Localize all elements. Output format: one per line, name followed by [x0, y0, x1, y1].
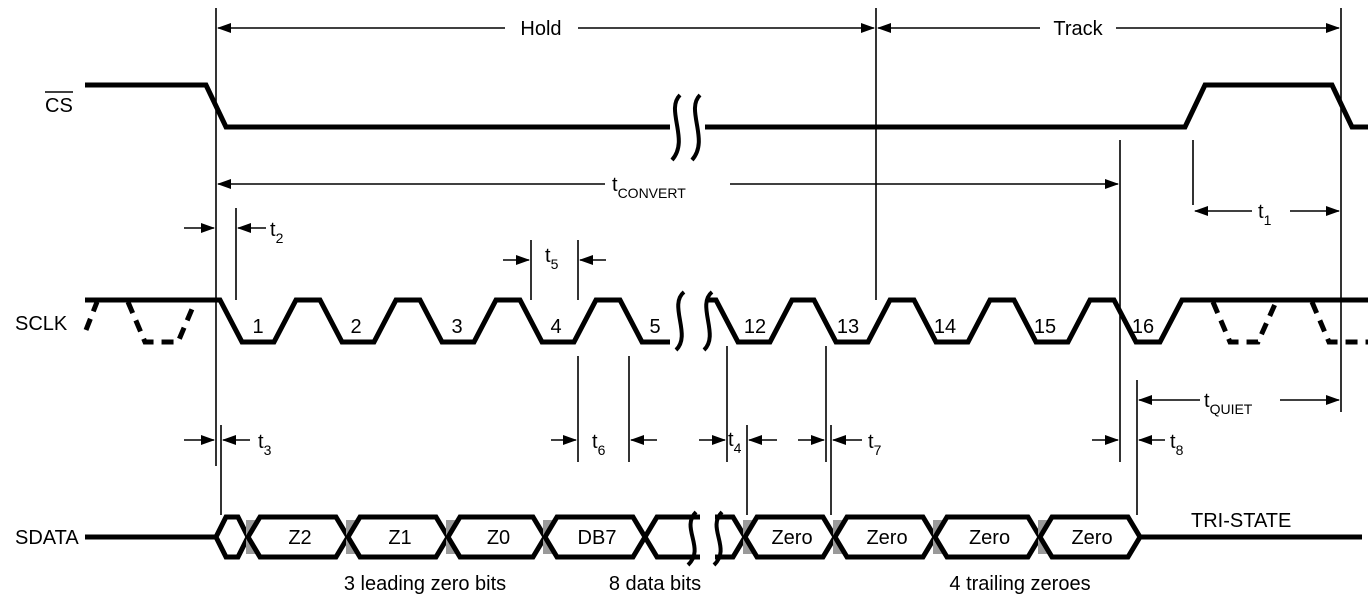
- sdata-bit-label: Z1: [388, 527, 411, 549]
- t3-span: t3: [184, 431, 272, 458]
- t6-label: t6: [592, 431, 606, 458]
- t7-span: t7: [798, 431, 882, 458]
- tconvert-span: tCONVERT: [217, 174, 1119, 201]
- clock-number: 5: [649, 316, 660, 338]
- hold-span: Hold: [217, 18, 875, 40]
- sdata-transition-hatch: [743, 520, 757, 554]
- sdata-transition-hatch: [543, 520, 557, 554]
- sdata-bit-cell: [542, 514, 648, 560]
- sclk-waveform: [85, 297, 1368, 345]
- cs-label: CS: [45, 95, 73, 117]
- sdata-transition-hatch: [246, 520, 260, 554]
- sdata-transition-hatch: [446, 520, 460, 554]
- clock-number: 1: [252, 316, 263, 338]
- t2-label: t2: [270, 219, 284, 246]
- sdata-transition-hatch: [933, 520, 947, 554]
- t7-label: t7: [868, 431, 882, 458]
- tquiet-span: tQUIET: [1138, 390, 1340, 417]
- clock-number: 3: [451, 316, 462, 338]
- sdata-transition-hatch: [346, 520, 360, 554]
- cs-waveform: [85, 82, 1368, 130]
- tconvert-label: tCONVERT: [612, 174, 686, 201]
- leading-zero-bits-label: 3 leading zero bits: [344, 573, 506, 595]
- t8-span: t8: [1092, 431, 1184, 458]
- tri-state-label: TRI-STATE: [1191, 510, 1291, 532]
- sdata-transition-hatch: [833, 520, 847, 554]
- sdata-bit-label: Zero: [1071, 527, 1112, 549]
- sdata-cells: Z2 Z1 Z0 DB7 Zero Zero Zero Zero: [245, 514, 1143, 560]
- t1-label: t1: [1258, 201, 1272, 228]
- clock-number: 2: [350, 316, 361, 338]
- sclk-dont-care-start: [83, 301, 198, 345]
- sdata-bit-label: Zero: [771, 527, 812, 549]
- clock-number: 12: [744, 316, 766, 338]
- break-icon: [670, 93, 702, 162]
- data-bits-label: 8 data bits: [609, 573, 701, 595]
- t5-label: t5: [545, 245, 559, 272]
- sdata-bit-label: Z0: [487, 527, 510, 549]
- break-icon: [686, 510, 724, 567]
- sdata-bit-label: DB7: [578, 527, 617, 549]
- track-label: Track: [1053, 18, 1103, 40]
- t6-span: t6: [551, 431, 657, 458]
- sdata-transition-cell: [213, 514, 251, 560]
- t8-label: t8: [1170, 431, 1184, 458]
- track-span: Track: [877, 18, 1340, 40]
- sdata-bit-label: Zero: [866, 527, 907, 549]
- hold-label: Hold: [520, 18, 561, 40]
- sdata-label: SDATA: [15, 527, 79, 549]
- t3-label: t3: [258, 431, 272, 458]
- tquiet-label: tQUIET: [1204, 390, 1253, 417]
- t4-span: t4: [699, 429, 777, 456]
- trailing-zeroes-label: 4 trailing zeroes: [949, 573, 1090, 595]
- t2-span: t2: [184, 219, 284, 246]
- clock-number: 14: [934, 316, 956, 338]
- clock-number: 4: [550, 316, 561, 338]
- sdata-bit-label: Zero: [969, 527, 1010, 549]
- clock-number: 15: [1034, 316, 1056, 338]
- t1-span: t1: [1194, 201, 1340, 228]
- sdata-transition-hatch: [1038, 520, 1052, 554]
- break-icon: [674, 290, 714, 352]
- clock-number: 13: [837, 316, 859, 338]
- sclk-dont-care-end: [1210, 300, 1368, 345]
- reference-lines: [215, 8, 1342, 515]
- t4-label: t4: [728, 429, 742, 456]
- clock-number: 16: [1132, 316, 1154, 338]
- sclk-label: SCLK: [15, 313, 68, 335]
- sdata-bit-label: Z2: [288, 527, 311, 549]
- t5-span: t5: [503, 245, 606, 272]
